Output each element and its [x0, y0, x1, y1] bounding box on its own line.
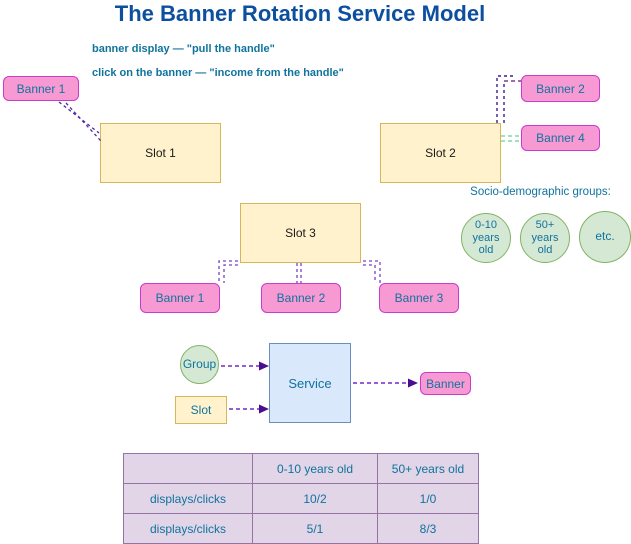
- node-label: Banner 2: [536, 81, 585, 96]
- group-circle-etc: etc.: [579, 211, 631, 263]
- node-banner-4-right: Banner 4: [521, 125, 600, 151]
- node-label: Banner: [426, 376, 465, 391]
- node-label: Banner 1: [16, 81, 66, 96]
- node-banner-1-top-left: Banner 1: [3, 76, 79, 101]
- flow-slot-box: Slot: [175, 396, 227, 424]
- table-header-cell-empty: [123, 453, 253, 484]
- node-label: Banner 3: [394, 291, 444, 305]
- arrowhead-slot-service: [259, 404, 269, 414]
- table-row: displays/clicks 10/2 1/0: [123, 483, 479, 514]
- connector-banner1-slot1-b: [65, 102, 102, 142]
- connector-slot3-banner1-a: [218, 260, 238, 283]
- node-label: Slot: [190, 403, 212, 417]
- note-click-banner: click on the banner — "income from the h…: [92, 67, 344, 79]
- node-banner-2-right: Banner 2: [521, 75, 600, 102]
- note-banner-display: banner display — "pull the handle": [92, 43, 275, 55]
- circle-line: old: [478, 244, 494, 257]
- node-label: Banner 2: [276, 291, 326, 305]
- table-header-cell-50plus: 50+ years old: [377, 453, 479, 484]
- group-circle-0-10: 0-10 years old: [461, 213, 511, 263]
- arrowhead-service-banner: [408, 378, 418, 388]
- node-label: Slot 2: [425, 146, 456, 160]
- table-row: displays/clicks 5/1 8/3: [123, 513, 479, 544]
- connector-slot3-banner3-a: [363, 260, 381, 283]
- groups-heading: Socio-demographic groups:: [470, 186, 611, 198]
- stats-table: 0-10 years old 50+ years old displays/cl…: [123, 453, 479, 544]
- node-banner-1-bottom: Banner 1: [140, 283, 220, 313]
- node-slot-1: Slot 1: [100, 123, 221, 183]
- circle-line: years: [531, 231, 559, 244]
- circle-line: 50+: [535, 219, 555, 232]
- table-cell-row-label: displays/clicks: [123, 513, 253, 544]
- circle-line: old: [537, 244, 553, 257]
- table-cell: 5/1: [252, 513, 378, 544]
- connector-slot3-banner1-b: [223, 264, 238, 283]
- flow-service-box: Service: [269, 343, 351, 423]
- node-label: Slot 1: [145, 146, 176, 160]
- table-cell: 1/0: [377, 483, 479, 514]
- node-label: Slot 3: [285, 226, 316, 240]
- connector-banner1-slot1-a: [58, 101, 100, 134]
- node-slot-2: Slot 2: [380, 123, 501, 183]
- node-label: Group: [182, 356, 217, 371]
- circle-line: etc.: [595, 229, 615, 244]
- flow-banner-box: Banner: [420, 372, 471, 395]
- table-cell-row-label: displays/clicks: [123, 483, 253, 514]
- node-label: Service: [288, 375, 332, 391]
- table-cell: 10/2: [252, 483, 378, 514]
- page-title: The Banner Rotation Service Model: [114, 1, 486, 26]
- connector-slot3-banner3-b: [363, 264, 376, 283]
- flow-group-circle: Group: [180, 345, 219, 384]
- node-banner-2-bottom: Banner 2: [261, 283, 341, 313]
- circle-line: 0-10: [474, 219, 498, 232]
- group-circle-50plus: 50+ years old: [520, 213, 570, 263]
- connector-slot2-banner2-dark: [496, 75, 513, 123]
- node-slot-3: Slot 3: [240, 203, 361, 263]
- table-header-cell-0-10: 0-10 years old: [252, 453, 378, 484]
- circle-line: years: [472, 231, 500, 244]
- arrowhead-group-service: [259, 361, 269, 371]
- node-label: Banner 4: [536, 131, 585, 145]
- table-header-row: 0-10 years old 50+ years old: [123, 453, 479, 484]
- table-cell: 8/3: [377, 513, 479, 544]
- node-banner-3-bottom: Banner 3: [379, 283, 459, 313]
- node-label: Banner 1: [155, 291, 205, 305]
